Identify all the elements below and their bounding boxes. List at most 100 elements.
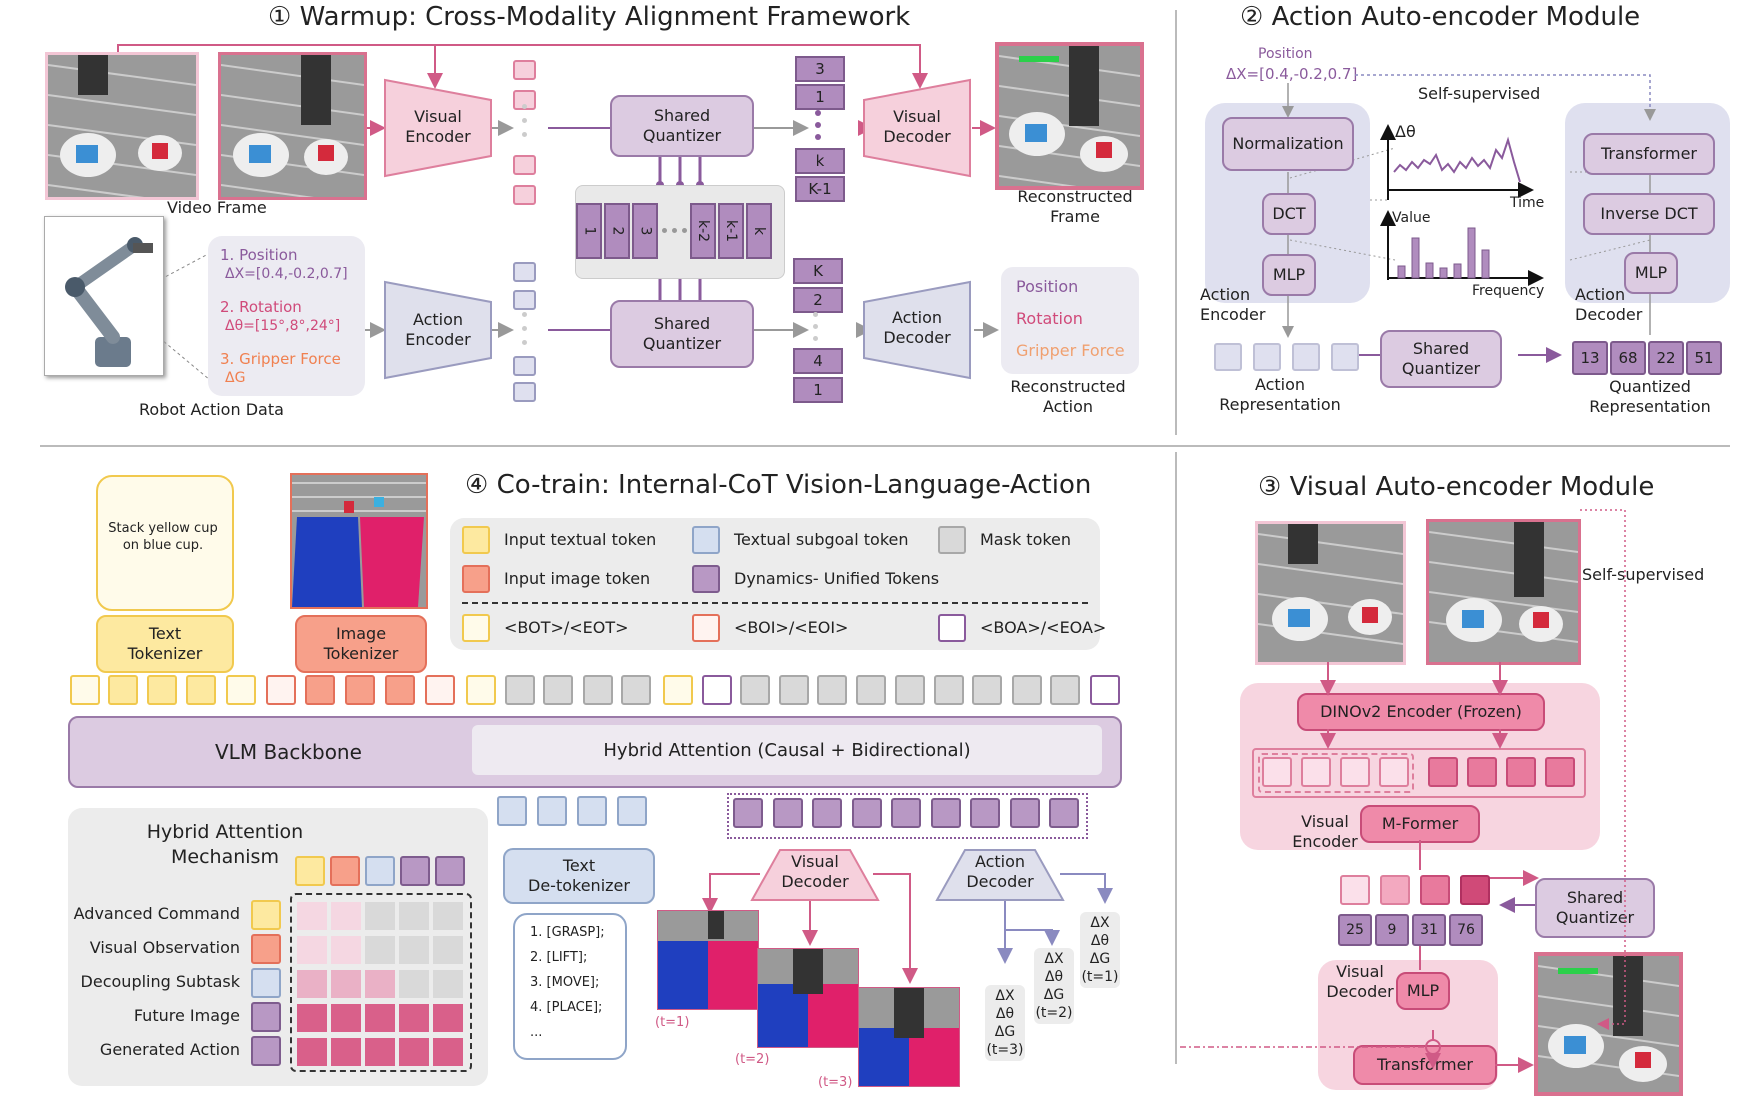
legend-label: Input textual token [504, 530, 657, 549]
legend-swatch [462, 614, 490, 642]
video-frame-2 [218, 52, 367, 200]
quantized-code: 22 [1648, 341, 1684, 375]
action-token [513, 356, 536, 376]
input-token [226, 675, 256, 705]
ellipsis-dot [522, 312, 527, 317]
position-label: Position [1258, 46, 1313, 62]
dynamics-token [1009, 798, 1040, 828]
visual-token [513, 60, 536, 80]
top-code: K-1 [795, 176, 845, 202]
action-token [513, 262, 536, 282]
code-dot [815, 110, 821, 116]
dynamics-token [891, 798, 921, 828]
p3-mlp-box: MLP [1396, 972, 1450, 1010]
ellipsis-dot [522, 104, 527, 109]
theta-axis-label: Δθ [1395, 122, 1416, 141]
value-frequency-plot [1380, 210, 1544, 286]
attention-cell [331, 1004, 361, 1032]
shared-quantizer-top: Shared Quantizer [610, 95, 754, 157]
robot-action-label: Robot Action Data [139, 400, 284, 419]
visual-token [513, 90, 536, 110]
subtask-list-box [513, 913, 627, 1060]
p3-visible-token [1467, 757, 1497, 787]
attention-cell [297, 1038, 327, 1066]
divider-vertical-bottom [1175, 452, 1177, 1064]
bottom-code-label: 1 [813, 381, 823, 399]
input-token [385, 675, 415, 705]
divider-vertical-top [1175, 10, 1177, 435]
input-token [663, 675, 693, 705]
mechanism-row-label: Generated Action [99, 1040, 240, 1059]
mechanism-row-label: Future Image [133, 1006, 240, 1025]
p3-code: 25 [1338, 914, 1372, 946]
action-representation-label: Action Representation [1219, 375, 1341, 414]
legend-label: Dynamics- Unified Tokens [734, 569, 940, 588]
attention-cell [433, 970, 463, 998]
input-token [70, 675, 100, 705]
transformer-box-p2: Transformer [1583, 133, 1715, 175]
quantized-code-label: 51 [1694, 349, 1714, 367]
attention-cell [399, 902, 429, 930]
position-value: ΔX=[0.4,-0.2,0.7] [1226, 65, 1358, 83]
dynamics-token [812, 798, 842, 828]
quantized-code: 51 [1686, 341, 1722, 375]
dynamics-token [1049, 798, 1079, 828]
codebook-cell-label: k [750, 226, 767, 236]
dynamics-token [970, 798, 1000, 828]
generated-frame-t1 [657, 910, 759, 1010]
bottom-code-label: 2 [813, 291, 823, 309]
code-dot [813, 312, 818, 317]
input-token [856, 675, 886, 705]
action-item-value: ΔG [225, 370, 246, 386]
mlp-decoder-box: MLP [1624, 252, 1678, 294]
text-tokenizer-box: Text Tokenizer [96, 615, 234, 673]
generated-frame-t2 [757, 948, 859, 1048]
mlp-encoder-box: MLP [1262, 254, 1316, 296]
input-token [702, 675, 732, 705]
subgoal-token [577, 796, 607, 826]
mechanism-row-token [251, 968, 281, 998]
action-output-box: ΔX Δθ ΔG (t=3) [985, 985, 1025, 1061]
attention-cell [433, 936, 463, 964]
codebook-cell-label: 1 [580, 226, 597, 236]
attention-cell [331, 936, 361, 964]
action-token [513, 382, 536, 402]
generated-frame-t3 [858, 987, 960, 1087]
subtask-item: 3. [MOVE]; [530, 975, 600, 990]
subtask-item: ... [530, 1025, 543, 1040]
p3-code: 31 [1412, 914, 1446, 946]
dynamics-token-frame [727, 793, 1088, 839]
ellipsis-dot [522, 340, 527, 345]
attention-cell [297, 936, 327, 964]
visual-encoder: Visual Encoder [405, 107, 471, 146]
action-output-box: ΔX Δθ ΔG (t=1) [1080, 912, 1120, 988]
input-token [779, 675, 809, 705]
p4-visual-decoder-shape [750, 849, 880, 901]
mechanism-row-label: Decoupling Subtask [80, 972, 240, 991]
mechanism-row-token [251, 934, 281, 964]
time-label: (t=1) [655, 1015, 690, 1030]
input-token [934, 675, 964, 705]
input-token [1090, 675, 1120, 705]
time-label: (t=3) [818, 1075, 853, 1090]
mechanism-row-label: Visual Observation [89, 938, 240, 957]
action-decoder: Action Decoder [883, 308, 951, 347]
p3-visual-decoder-label: Visual Decoder [1326, 962, 1394, 1001]
p3-visible-token [1428, 757, 1458, 787]
input-token [583, 675, 613, 705]
video-frame-1 [45, 52, 199, 200]
action-encoder-label-p2: Action Encoder [1200, 285, 1266, 324]
action-encoder-shape [384, 280, 492, 380]
top-code: k [795, 148, 845, 174]
mask-header-token [435, 856, 465, 886]
image-tokenizer-box: Image Tokenizer [295, 615, 427, 673]
panel2-title: ② Action Auto-encoder Module [1240, 2, 1641, 32]
legend-swatch [462, 526, 490, 554]
input-token [147, 675, 177, 705]
panel4-title: ④ Co-train: Internal-CoT Vision-Language… [465, 470, 1092, 500]
dynamics-token [930, 798, 961, 828]
dino-encoder-box: DINOv2 Encoder (Frozen) [1297, 693, 1545, 731]
reconstructed-frame-image [995, 42, 1144, 190]
legend-divider [462, 602, 1088, 604]
shared-quantizer-p2: Shared Quantizer [1380, 330, 1502, 388]
